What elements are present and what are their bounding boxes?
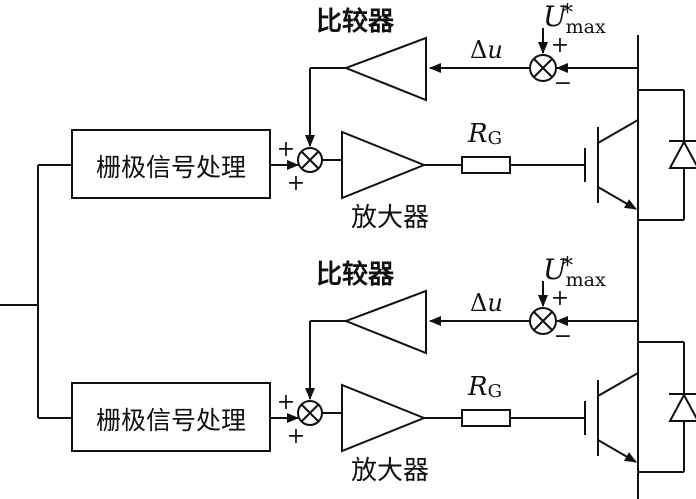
comparator-label-bottom: 比较器 <box>316 259 395 290</box>
diode-bottom <box>638 341 696 473</box>
comparator-label-top: 比较器 <box>316 6 395 37</box>
diode-top <box>638 89 696 221</box>
summing-junction-bottom <box>297 400 323 426</box>
comparator-bottom <box>343 289 427 355</box>
sum-plus-input-bottom: + <box>287 424 305 449</box>
umax-star-bottom: * <box>562 254 573 279</box>
amplifier-top <box>341 130 427 200</box>
comparator-top <box>343 36 427 102</box>
gate-processing-label-bottom: 栅极信号处理 <box>96 406 246 435</box>
sum-plus-feedback-top: + <box>277 137 295 162</box>
umax-reference-label-top: Umax <box>543 0 606 38</box>
umax-reference-label-bottom: Umax <box>543 253 606 291</box>
amplifier-bottom <box>341 383 427 453</box>
sum-plus-feedback-bottom: + <box>277 390 295 415</box>
gate-resistor-bottom <box>461 409 511 427</box>
comp-plus-top: + <box>551 33 569 58</box>
gate-processing-block-top <box>71 129 271 199</box>
gate-resistor-label-bottom: RG <box>467 372 502 402</box>
amplifier-label-bottom: 放大器 <box>351 456 429 486</box>
comp-plus-bottom: + <box>551 286 569 311</box>
delta-u-label-bottom: Δu <box>470 289 503 317</box>
gate-processing-block-bottom <box>71 382 271 452</box>
comparison-junction-bottom <box>529 307 557 335</box>
gate-resistor-top <box>461 156 511 174</box>
summing-junction-top <box>297 147 323 173</box>
channel-top: 栅极信号处理 + + 放大器 RG <box>71 0 696 233</box>
sum-plus-input-top: + <box>287 171 305 196</box>
gate-processing-label-top: 栅极信号处理 <box>96 153 246 182</box>
igbt-top <box>584 119 639 210</box>
gate-resistor-label-top: RG <box>467 119 502 149</box>
umax-star-top: * <box>562 1 573 26</box>
amplifier-label-top: 放大器 <box>351 203 429 233</box>
input-split-wiring <box>0 164 72 419</box>
channel-bottom: 栅极信号处理 + + 放大器 RG <box>71 253 696 486</box>
comparison-junction-top <box>529 54 557 82</box>
comp-minus-top: − <box>554 71 572 96</box>
igbt-bottom <box>584 372 639 463</box>
delta-u-label-top: Δu <box>470 36 503 64</box>
comp-minus-bottom: − <box>554 324 572 349</box>
